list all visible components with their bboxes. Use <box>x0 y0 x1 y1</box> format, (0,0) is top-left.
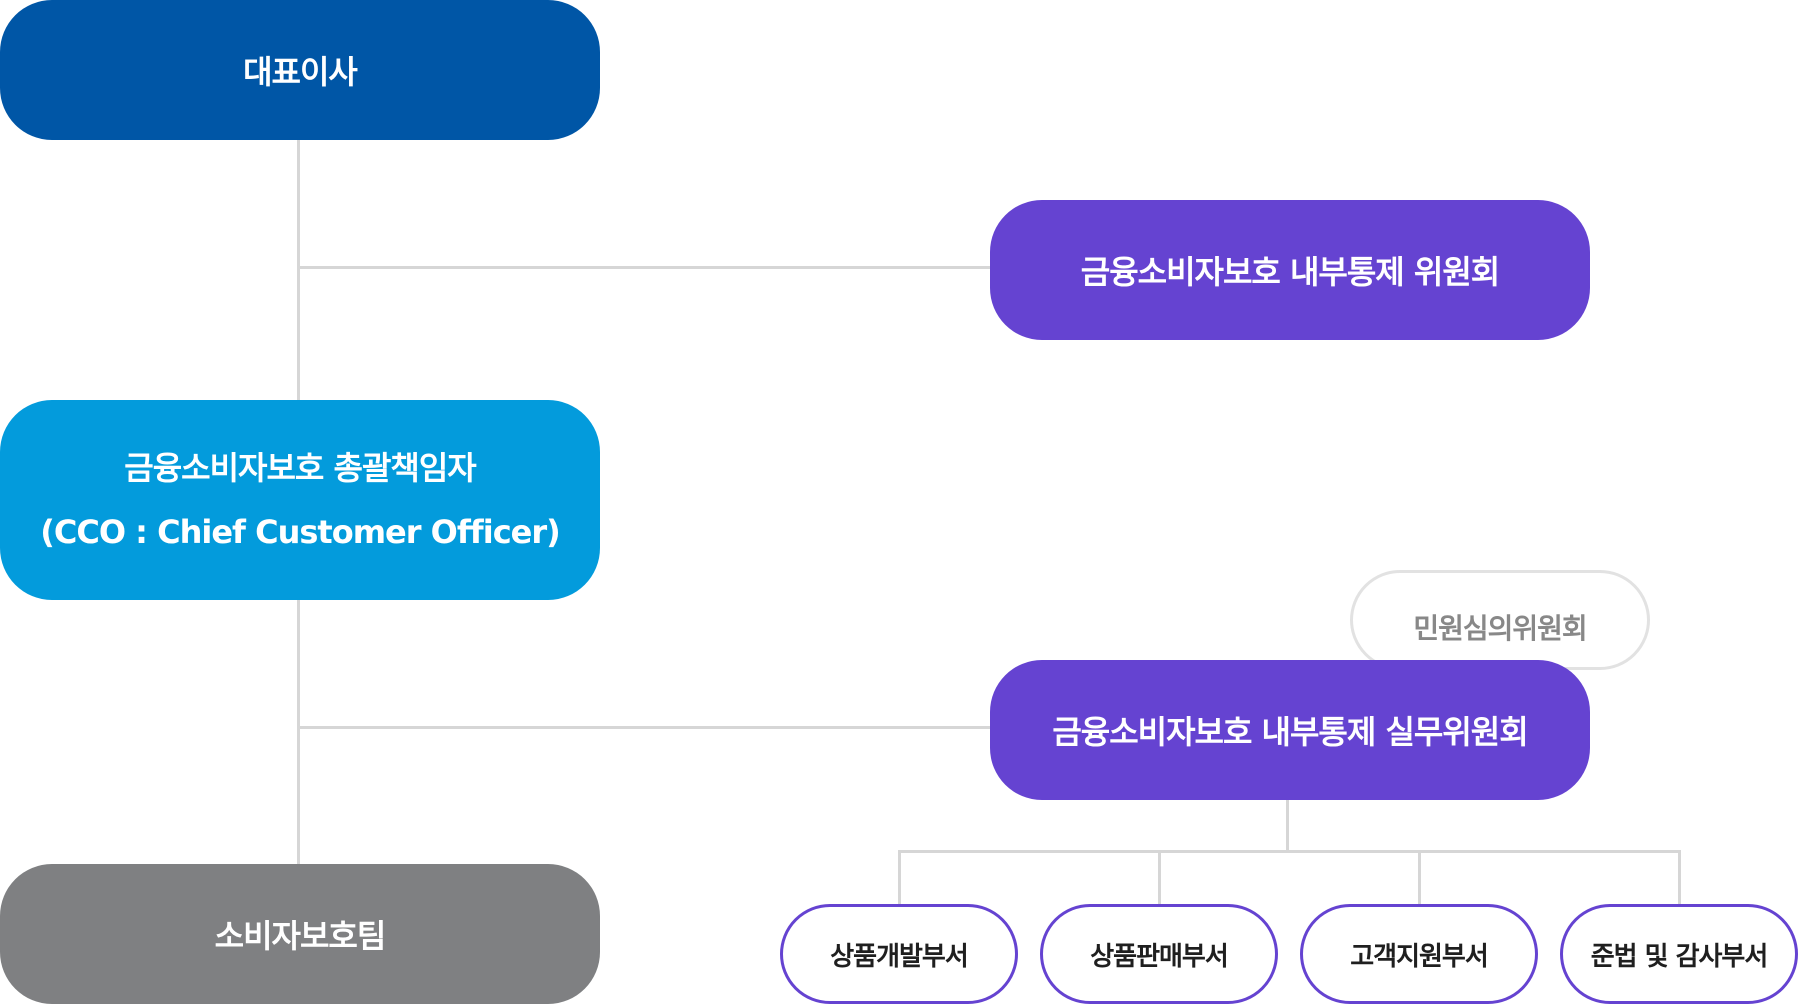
cco-title: 금융소비자보호 총괄책임자 <box>124 449 476 487</box>
department-label: 상품판매부서 <box>1090 941 1229 972</box>
working-committee-box: 금융소비자보호 내부통제 실무위원회 <box>990 660 1590 800</box>
ceo-box: 대표이사 <box>0 0 600 140</box>
connector-dept-1 <box>898 850 901 906</box>
connector-dept-2 <box>1158 850 1161 906</box>
department-label: 준법 및 감사부서 <box>1590 941 1769 972</box>
connector-dept-3 <box>1418 850 1421 906</box>
committee-label: 금융소비자보호 내부통제 위원회 <box>1080 253 1500 291</box>
department-product-sales: 상품판매부서 <box>1040 904 1278 1004</box>
committee-box: 금융소비자보호 내부통제 위원회 <box>990 200 1590 340</box>
protection-team-box: 소비자보호팀 <box>0 864 600 1004</box>
department-customer-support: 고객지원부서 <box>1300 904 1538 1004</box>
department-label: 상품개발부서 <box>830 941 969 972</box>
connector-to-committee <box>297 266 990 269</box>
ceo-label: 대표이사 <box>243 53 358 91</box>
cco-subtitle: (CCO : Chief Customer Officer) <box>40 513 561 551</box>
connector-dept-4 <box>1678 850 1681 906</box>
working-committee-label: 금융소비자보호 내부통제 실무위원회 <box>1052 713 1528 751</box>
complaint-committee-label: 민원심의위원회 <box>1413 612 1587 645</box>
cco-box: 금융소비자보호 총괄책임자 (CCO : Chief Customer Offi… <box>0 400 600 600</box>
connector-departments-bus <box>898 850 1681 853</box>
department-compliance-audit: 준법 및 감사부서 <box>1560 904 1798 1004</box>
department-label: 고객지원부서 <box>1350 941 1489 972</box>
connector-to-working-committee <box>297 726 990 729</box>
connector-working-committee-down <box>1286 798 1289 852</box>
department-product-development: 상품개발부서 <box>780 904 1018 1004</box>
protection-team-label: 소비자보호팀 <box>214 917 387 955</box>
complaint-committee-pill: 민원심의위원회 <box>1350 570 1650 670</box>
